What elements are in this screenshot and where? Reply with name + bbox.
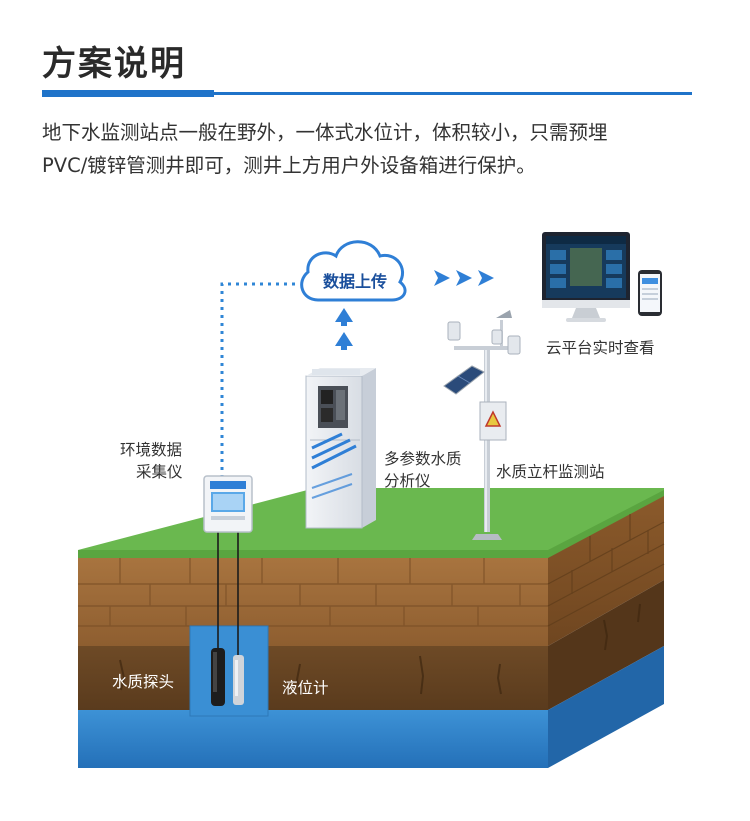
data-collector-assembly xyxy=(203,282,300,706)
upload-arrows xyxy=(335,308,353,350)
transfer-arrows xyxy=(434,270,494,286)
label-level-meter: 液位计 xyxy=(282,679,329,697)
water-quality-analyzer-cabinet xyxy=(305,368,376,529)
label-data-collector-2: 采集仪 xyxy=(136,463,183,481)
label-pole-station: 水质立杆监测站 xyxy=(496,463,605,481)
soil-layer-side xyxy=(548,496,664,646)
cloud-platform-monitor xyxy=(542,232,630,322)
pole-monitoring-station xyxy=(443,310,521,540)
monitoring-well xyxy=(190,626,268,716)
groundwater-layer-front xyxy=(78,710,548,768)
title-underline-accent xyxy=(42,90,214,97)
label-cloud-platform: 云平台实时查看 xyxy=(546,339,655,357)
label-water-probe: 水质探头 xyxy=(112,673,175,691)
label-data-collector-1: 环境数据 xyxy=(120,441,183,459)
level-sensor-probe xyxy=(233,655,244,705)
dark-soil-front xyxy=(78,646,548,710)
mobile-phone xyxy=(638,270,662,316)
solar-panel xyxy=(443,365,485,395)
grass-surface xyxy=(78,488,664,558)
ground-block xyxy=(78,488,665,768)
data-link-dotted xyxy=(220,282,300,478)
label-analyzer-1: 多参数水质 xyxy=(384,450,462,468)
soil-layer-front xyxy=(78,558,548,646)
cloud-icon xyxy=(300,240,407,302)
cloud-label: 数据上传 xyxy=(322,272,387,291)
page-title: 方案说明 xyxy=(42,44,186,84)
description: 地下水监测站点一般在野外，一体式水位计，体积较小，只需预埋 PVC/镀锌管测井即… xyxy=(42,116,702,182)
title-underline xyxy=(42,92,692,95)
description-line-1: 地下水监测站点一般在野外，一体式水位计，体积较小，只需预埋 xyxy=(42,121,608,144)
label-analyzer-2: 分析仪 xyxy=(384,472,431,490)
description-line-2: PVC/镀锌管测井即可，测井上方用户外设备箱进行保护。 xyxy=(42,154,536,177)
